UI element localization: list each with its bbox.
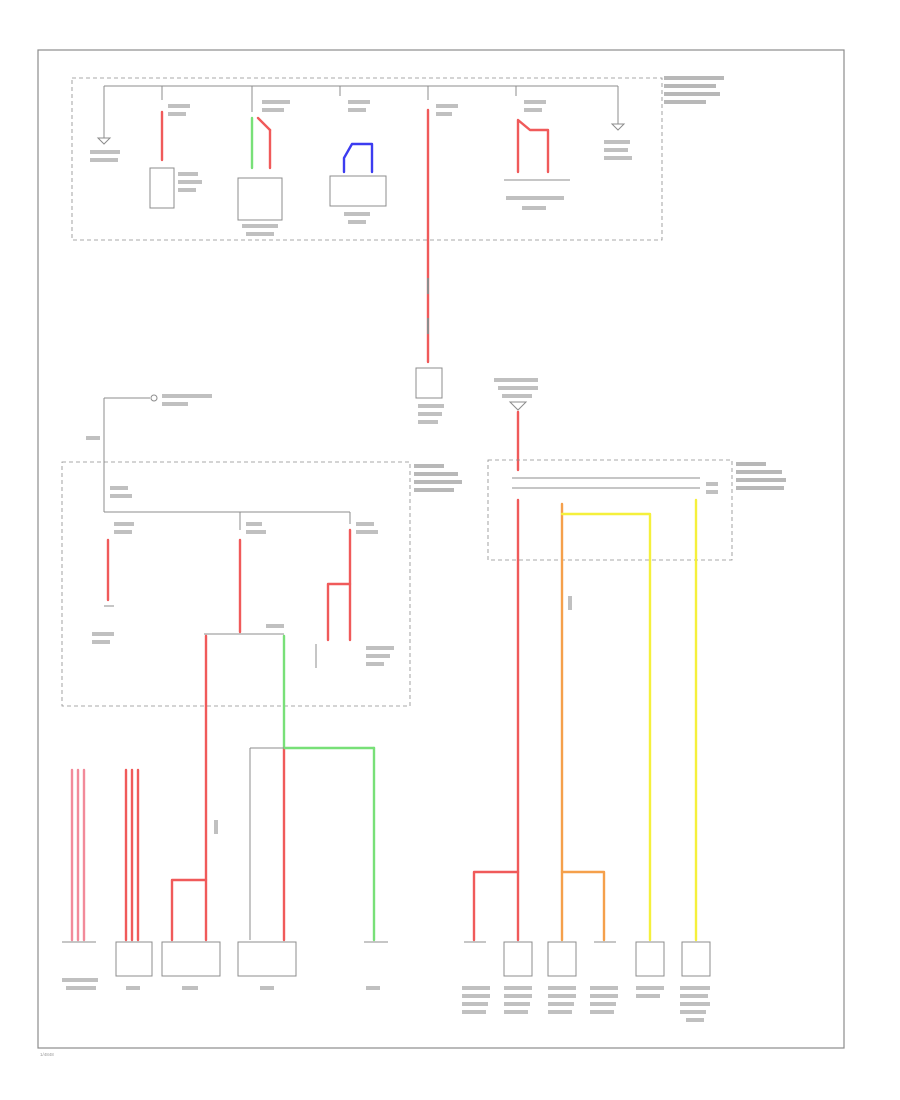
left-feed: [86, 394, 212, 512]
passenger-block-border: [61, 461, 411, 707]
ground-symbol-top-left: [90, 86, 120, 162]
component-box-r1: [503, 941, 533, 977]
fuse-5-circuit: [504, 86, 570, 210]
component-box-r4: [681, 941, 711, 977]
relay-box-1: [237, 177, 283, 221]
connector-box-mid: [415, 367, 443, 399]
rear-block-label: [736, 462, 786, 490]
fuse-2-circuit: [237, 86, 290, 236]
passenger-fuse-a: [92, 522, 134, 644]
component-box-b1: [115, 941, 153, 977]
component-box-r2: [547, 941, 577, 977]
fuse-3-circuit: [329, 86, 387, 224]
rear-ground-feed: [494, 378, 538, 472]
component-box-1: [149, 167, 175, 209]
passenger-fuse-b: [238, 512, 266, 634]
component-box-b3: [237, 941, 297, 977]
page-code: 1/4848: [40, 1052, 54, 1057]
fuse-1-circuit: [149, 86, 202, 209]
passenger-block-label: [414, 464, 462, 492]
main-feed-wire: [415, 86, 458, 424]
rear-bottom-components: [462, 941, 711, 1022]
rear-block-border: [487, 459, 733, 561]
passenger-fuse-c: [315, 512, 394, 668]
fuse-block-top-border: [71, 77, 663, 241]
rear-circuits: [472, 498, 698, 942]
ground-symbol-top-right: [604, 86, 632, 160]
relay-box-2: [329, 175, 387, 207]
splice-bar: [170, 624, 376, 942]
component-box-r3: [635, 941, 665, 977]
bottom-left-components: [62, 768, 388, 990]
component-box-b2: [161, 941, 221, 977]
diagram-frame: [37, 49, 845, 1049]
top-block-label: [664, 76, 724, 104]
